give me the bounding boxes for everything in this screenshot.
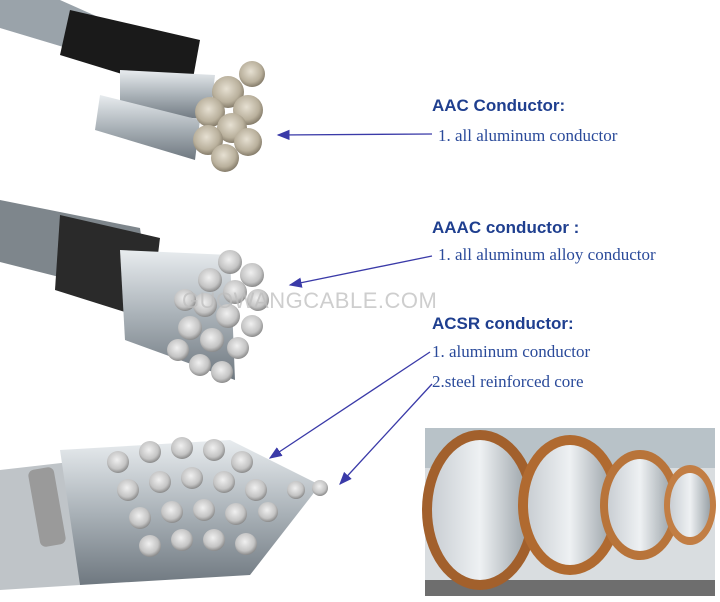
aac-cable-image: [0, 0, 265, 172]
acsr-arrow-strand: [339, 383, 433, 485]
aac-arrow: [276, 129, 433, 141]
pointer-arrows: [268, 129, 433, 485]
acsr-arrow-core: [268, 351, 431, 459]
cable-drums-photo: [422, 428, 716, 596]
aac-line-1: 1. all aluminum conductor: [438, 126, 618, 145]
aaac-title: AAAC conductor :: [432, 218, 580, 237]
acsr-line-1: 1. aluminum conductor: [432, 342, 591, 361]
aaac-line-1: 1. all aluminum alloy conductor: [438, 245, 656, 264]
aac-title: AAC Conductor:: [432, 96, 566, 115]
watermark: GUOWANGCABLE.COM: [182, 288, 438, 313]
aaac-arrow: [288, 255, 433, 288]
acsr-line-2: 2.steel reinforced core: [432, 372, 584, 391]
acsr-cable-image: [0, 437, 328, 590]
aaac-cable-image: [0, 200, 269, 383]
acsr-title: ACSR conductor:: [432, 314, 574, 333]
